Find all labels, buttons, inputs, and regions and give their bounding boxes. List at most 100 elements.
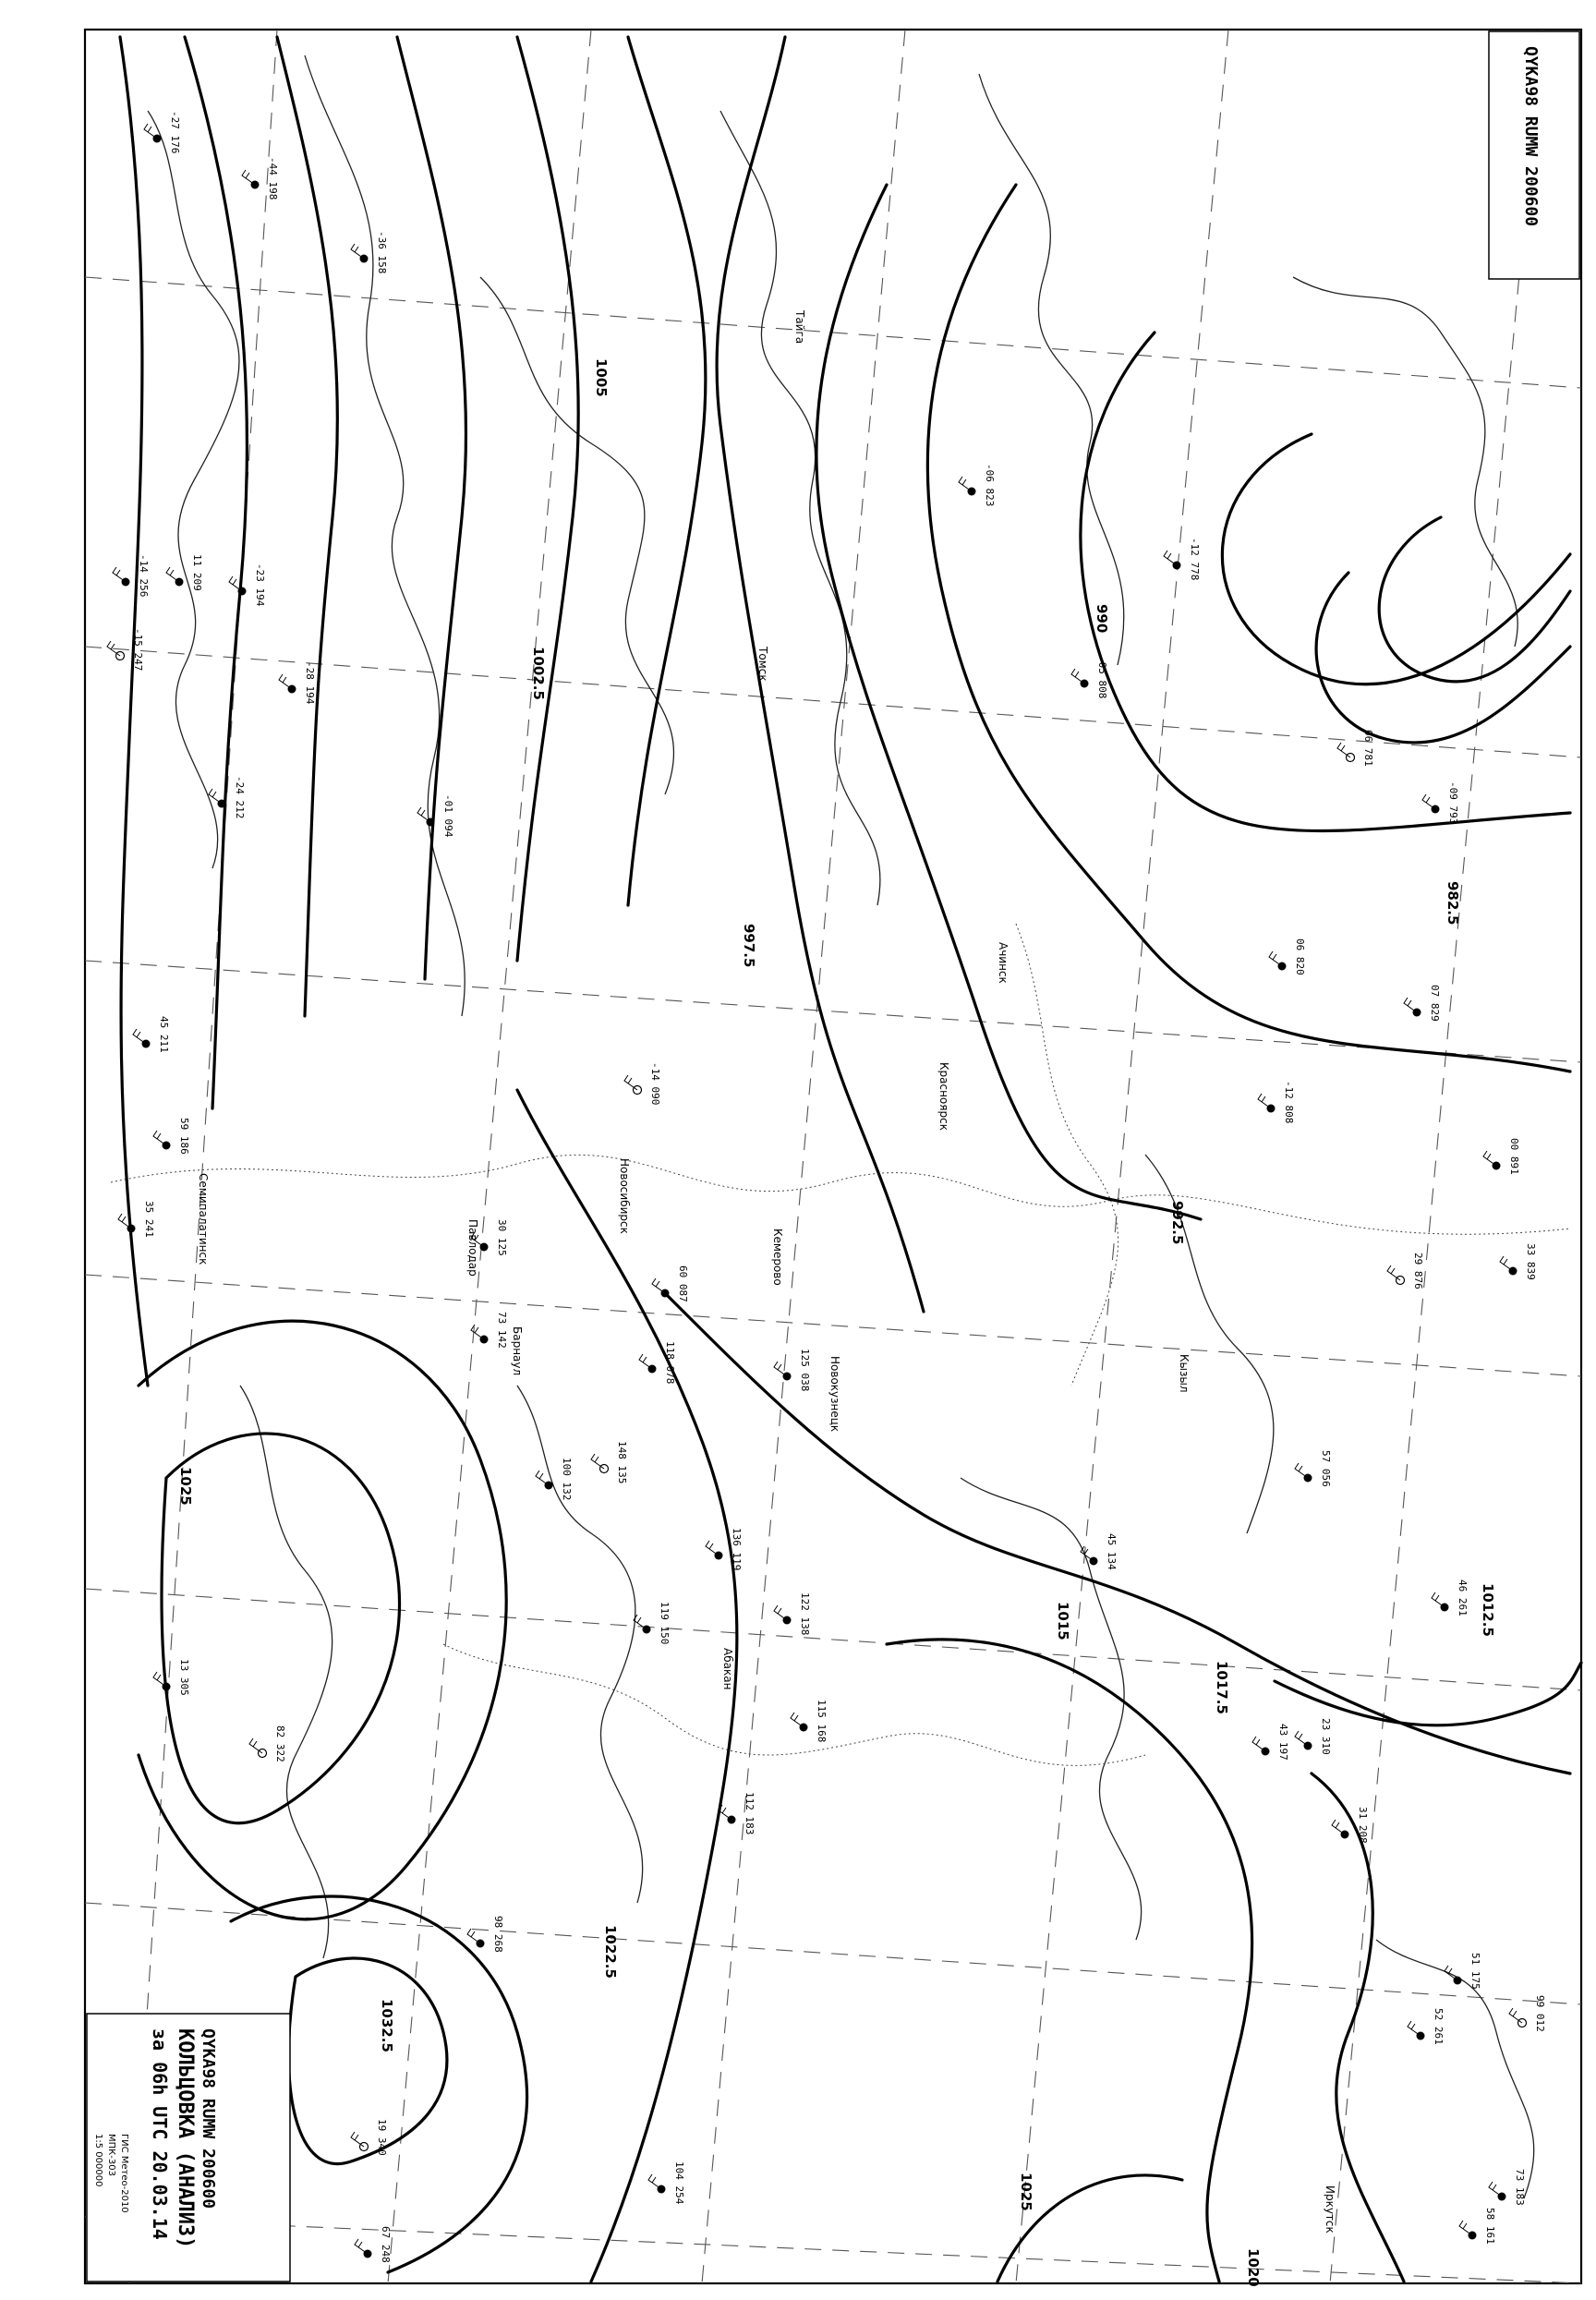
station-labels: -27 176 -44 198 -14 256 -15 247 11 209 -… [132, 111, 1546, 2263]
station-label: -01 094 [442, 794, 454, 838]
station-label: 112 183 [744, 1792, 756, 1834]
meta-software: ГИС Метео-2010 [119, 2134, 129, 2213]
wind-barb [647, 2173, 662, 2190]
station-label: 19 340 [376, 2119, 388, 2156]
city-label: Семипалатинск [197, 1173, 210, 1265]
station-label: 52 261 [1433, 2008, 1445, 2045]
wind-barb [1444, 1965, 1458, 1981]
wind-barb [470, 1324, 485, 1340]
station-marker [115, 650, 126, 661]
wind-barb [241, 169, 256, 186]
station-label: 29 876 [1412, 1253, 1424, 1289]
city-label: Кызыл [1178, 1354, 1191, 1393]
station-label: 23 310 [1320, 1718, 1332, 1755]
station-label: 148 135 [616, 1441, 628, 1483]
city-label: Абакан [721, 1648, 734, 1689]
isobar-label: 1032.5 [379, 1999, 395, 2052]
wind-barb [638, 1353, 653, 1370]
meta-device: МПК-303 [106, 2134, 116, 2176]
chart-code-top: QYKA98 RUMW 200600 [1521, 46, 1541, 226]
wind-barb [623, 1074, 638, 1091]
isobar-label: 1025 [1018, 2173, 1034, 2211]
station-label: 33 839 [1525, 1243, 1537, 1280]
station-label: 00 891 [1508, 1138, 1520, 1175]
wind-barb [354, 2238, 369, 2255]
isobar-label: 990 [1094, 604, 1110, 633]
isobar-label: 1002.5 [530, 647, 547, 700]
station-label: 45 211 [158, 1016, 170, 1053]
station-label: 31 208 [1357, 1807, 1369, 1844]
wind-barb [165, 566, 180, 583]
station-label: 57 056 [1320, 1450, 1332, 1487]
wind-barb [1163, 550, 1178, 566]
wind-barb [278, 673, 293, 690]
station-label: 51 175 [1469, 1953, 1481, 1990]
title-block: QYKA98 RUMW 200600 КОЛЬЦОВКА (АНАЛИЗ) за… [86, 2013, 291, 2282]
station-label: 06 820 [1294, 938, 1306, 975]
city-label: Новосибирск [618, 1158, 631, 1234]
isobar-label: 1017.5 [1214, 1661, 1230, 1714]
station-label: -09 793 [1447, 781, 1459, 824]
wind-barb [470, 1231, 485, 1248]
isobar-label: 1015 [1055, 1602, 1071, 1640]
city-labels: Семипалатинск Павлодар Новосибирск Томск… [197, 309, 1336, 2233]
station-label: 125 038 [799, 1349, 811, 1391]
isobars [118, 35, 1583, 2283]
wind-barb [228, 575, 243, 592]
city-label: Томск [756, 646, 769, 682]
station-label: -15 247 [132, 628, 144, 671]
station-label: 35 241 [143, 1201, 155, 1238]
station-label: 45 134 [1106, 1533, 1118, 1570]
station-marker [358, 2141, 369, 2152]
station-label: 13 305 [178, 1659, 190, 1696]
wind-barb [143, 123, 158, 139]
station-label: -12 778 [1189, 538, 1201, 580]
wind-barb [1251, 1736, 1266, 1752]
isobar-label: 982.5 [1445, 881, 1461, 925]
isobar-label: 1012.5 [1480, 1583, 1496, 1637]
station-marker [1517, 2017, 1528, 2028]
wind-barb [1331, 1819, 1346, 1835]
wind-barb [773, 1361, 788, 1377]
city-label: Иркутск [1324, 2185, 1336, 2233]
station-label: 136 119 [731, 1528, 743, 1570]
station-markers [106, 123, 1528, 2258]
isobar-label: 1020 [1245, 2248, 1262, 2287]
station-label: -06 823 [984, 464, 996, 506]
wind-barb [248, 1737, 263, 1754]
wind-barb [1257, 1093, 1272, 1109]
station-label: 43 197 [1277, 1724, 1289, 1761]
wind-barb [1482, 1150, 1497, 1167]
station-label: -23 194 [254, 563, 266, 607]
isobar-label: 1025 [177, 1467, 194, 1506]
station-label: 58 161 [1484, 2208, 1496, 2245]
wind-barb [958, 476, 973, 492]
station-marker [598, 1463, 610, 1474]
station-label: 98 268 [492, 1916, 504, 1953]
wind-barb [1421, 793, 1436, 810]
wind-barb [1386, 1265, 1401, 1281]
wind-barb [535, 1470, 550, 1486]
station-label: 11 209 [191, 554, 203, 591]
station-marker [1395, 1275, 1406, 1286]
isobar-label: 997.5 [741, 924, 757, 967]
station-label: -28 194 [304, 661, 316, 705]
wind-barb [106, 640, 121, 657]
wind-barb [1403, 997, 1418, 1013]
wind-barb [790, 1712, 804, 1728]
city-label: Тайга [793, 309, 806, 344]
station-label: -24 212 [234, 776, 246, 818]
geography-lines [110, 54, 1571, 2199]
wind-barb [1431, 1592, 1445, 1608]
chart-title: КОЛЬЦОВКА (АНАЛИЗ) [174, 2028, 197, 2248]
wind-barb [152, 1130, 167, 1146]
station-label: 122 138 [799, 1592, 811, 1635]
chart-time: за 06h UTC 20.03.14 [149, 2028, 171, 2240]
station-label: -14 256 [138, 554, 150, 597]
station-label: 73 183 [1514, 2169, 1526, 2206]
station-label: -14 090 [649, 1062, 661, 1105]
map-frame [83, 28, 1583, 2285]
wind-barb [773, 1604, 788, 1621]
wind-barb [132, 1028, 147, 1045]
wind-barb [1508, 2007, 1523, 2024]
